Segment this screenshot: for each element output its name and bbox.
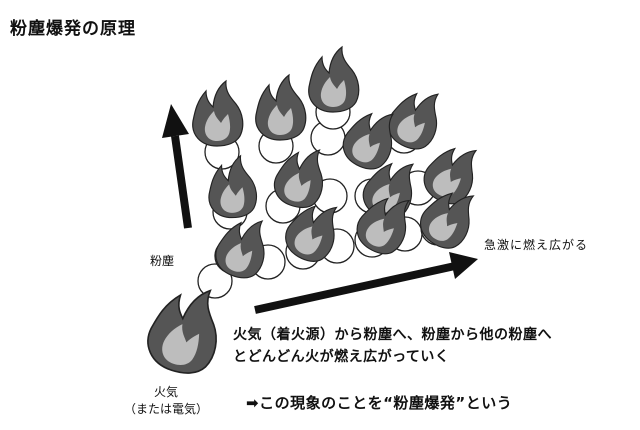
dust-label: 粉塵 xyxy=(150,254,175,268)
source-label-line-2: （または電気） xyxy=(123,402,208,416)
right-arrow xyxy=(254,252,478,314)
description-line-1: 火気（着火源）から粉塵へ、粉塵から他の粉塵へ xyxy=(233,327,552,343)
dust-particle-icon xyxy=(197,263,233,299)
flame-icon xyxy=(255,74,307,141)
flame-icon xyxy=(308,46,360,113)
description-line-2: とどんどん火が燃え広がっていく xyxy=(233,349,450,365)
spread-label: 急激に燃え広がる xyxy=(484,238,589,252)
flame-icon xyxy=(192,80,244,147)
page-title: 粉塵爆発の原理 xyxy=(10,19,136,39)
source-label-line-1: 火気 xyxy=(153,385,178,399)
up-arrow xyxy=(162,104,192,229)
conclusion-text: ➡この現象のことを“粉塵爆発”という xyxy=(246,394,513,412)
